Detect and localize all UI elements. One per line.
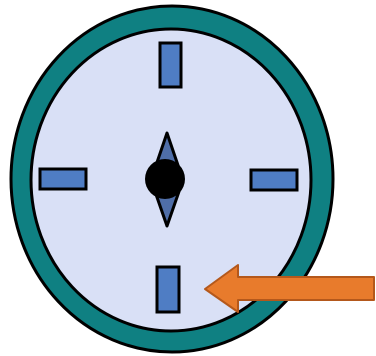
marker-top	[160, 43, 181, 87]
marker-right	[251, 170, 297, 190]
needle-hub	[145, 159, 185, 199]
marker-bottom	[157, 267, 179, 312]
marker-left	[40, 169, 86, 189]
